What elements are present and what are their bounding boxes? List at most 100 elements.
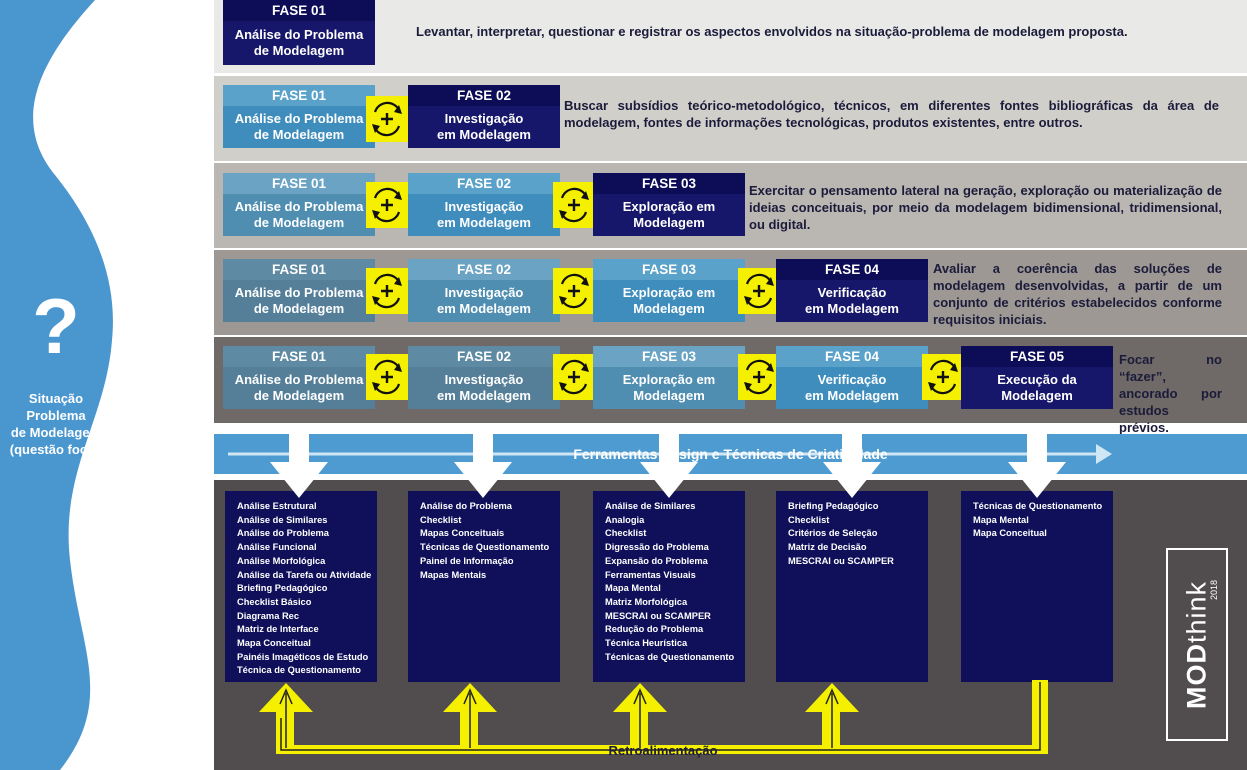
stage1-description: Levantar, interpretar, questionar e regi… [416, 24, 1128, 39]
tool-item: Checklist [788, 514, 830, 525]
phase-number: FASE 01 [223, 173, 375, 194]
tool-item: Briefing Pedagógico [237, 583, 328, 594]
phase-number: FASE 03 [593, 346, 745, 367]
stage2-description: Buscar subsídios teórico-metodológico, t… [564, 98, 1219, 130]
down-arrow-icon [270, 423, 1066, 498]
phase-number: FASE 03 [593, 173, 745, 194]
phase-title: Investigação em Modelagem [408, 367, 560, 409]
tool-item: Técnica de Questionamento [237, 665, 361, 676]
phase-number: FASE 04 [776, 346, 928, 367]
brand-name-bold: MOD [1181, 643, 1212, 710]
phase-number: FASE 02 [408, 346, 560, 367]
phase-title: Verificação em Modelagem [776, 280, 928, 322]
stage5-description: Focar no “fazer”, ancorado por estudos p… [1119, 352, 1222, 435]
tool-item: Analogia [605, 514, 645, 525]
stage3-phase-3: FASE 03 Exploração em Modelagem [593, 173, 745, 236]
phase-title: Exploração em Modelagem [593, 280, 745, 322]
stage-band-1 [214, 0, 1247, 73]
tool-item: Briefing Pedagógico [788, 501, 879, 511]
tool-list-phase-5: Técnicas de Questionamento Mapa Mental M… [961, 491, 1113, 682]
tool-item: Painéis Imagéticos de Estudo [237, 651, 369, 662]
tool-item: Análise de Similares [237, 514, 328, 525]
stage3-phase-1: FASE 01 Análise do Problema de Modelagem [223, 173, 375, 236]
tool-item: Análise de Similares [605, 501, 696, 511]
tool-item: Matriz de Interface [237, 624, 319, 635]
tool-item: Análise Morfológica [237, 555, 326, 566]
phase-number: FASE 03 [593, 259, 745, 280]
tool-item: Análise Estrutural [237, 501, 317, 511]
phase-title: Exploração em Modelagem [593, 194, 745, 236]
brand-name: MODthink [1182, 581, 1213, 709]
cycle-plus-icon [366, 268, 408, 314]
phase-title: Investigação em Modelagem [408, 106, 560, 148]
tool-item: Mapa Conceitual [237, 638, 311, 649]
phase-title: Análise do Problema de Modelagem [223, 106, 375, 148]
tool-item: Técnicas de Questionamento [420, 542, 550, 553]
stage3-phase-2: FASE 02 Investigação em Modelagem [408, 173, 560, 236]
tool-list-phase-1: Análise Estrutural Análise de Similares … [225, 491, 377, 682]
focal-question-label: Situação Problema de Modelagem (questão … [9, 391, 103, 457]
phase-number: FASE 01 [223, 259, 375, 280]
tool-item: Checklist [420, 514, 462, 525]
phase-title: Execução da Modelagem [961, 367, 1113, 409]
cycle-plus-icon [553, 182, 595, 228]
phase-title: Análise do Problema de Modelagem [223, 21, 375, 65]
tool-item: Mapa Conceitual [973, 528, 1047, 539]
phase-title: Análise do Problema de Modelagem [223, 194, 375, 236]
cycle-plus-icon [738, 268, 780, 314]
tool-item: Mapa Mental [605, 583, 661, 594]
tools-banner-label: Ferramentas Design e Técnicas de Criativ… [573, 446, 888, 462]
stage4-description: Avaliar a coerência das soluções de mode… [933, 261, 1222, 327]
tool-item: Mapa Mental [973, 514, 1029, 525]
cycle-plus-icon [553, 268, 595, 314]
stage3-description: Exercitar o pensamento lateral na geraçã… [749, 183, 1222, 232]
tool-item: Checklist Básico [237, 596, 312, 607]
tool-item: Mapas Conceituais [420, 528, 505, 539]
tool-item: Mapas Mentais [420, 569, 487, 580]
tool-item: Análise Funcional [237, 542, 317, 553]
tool-item: Técnicas de Questionamento [605, 651, 735, 662]
stage5-phase-1: FASE 01 Análise do Problema de Modelagem [223, 346, 375, 409]
phase-title: Verificação em Modelagem [776, 367, 928, 409]
feedback-label: Retroalimentação [608, 743, 718, 758]
phase-title: Análise do Problema de Modelagem [223, 367, 375, 409]
cycle-plus-icon [553, 354, 595, 400]
stage5-phase-2: FASE 02 Investigação em Modelagem [408, 346, 560, 409]
tool-item: Análise do Problema [420, 501, 512, 511]
tool-item: Matriz de Decisão [788, 542, 867, 553]
tool-item: Painel de Informação [420, 555, 514, 566]
stage4-phase-3: FASE 03 Exploração em Modelagem [593, 259, 745, 322]
stage4-phase-2: FASE 02 Investigação em Modelagem [408, 259, 560, 322]
phase-title: Exploração em Modelagem [593, 367, 745, 409]
tool-item: Matriz Morfológica [605, 596, 688, 607]
stage2-phase-2: FASE 02 Investigação em Modelagem [408, 85, 560, 148]
phase-number: FASE 01 [223, 0, 375, 21]
tool-item: Ferramentas Visuais [605, 569, 696, 580]
tool-list-phase-4: Briefing Pedagógico Checklist Critérios … [776, 491, 928, 682]
phase-number: FASE 04 [776, 259, 928, 280]
phase-title: Investigação em Modelagem [408, 280, 560, 322]
brand-name-light: think [1181, 580, 1212, 644]
stage5-phase-5: FASE 05 Execução da Modelagem [961, 346, 1113, 409]
tool-item: Redução do Problema [605, 624, 704, 635]
phase-number: FASE 01 [223, 346, 375, 367]
phase-title: Análise do Problema de Modelagem [223, 280, 375, 322]
cycle-plus-icon [366, 96, 408, 142]
stage2-phase-1: FASE 01 Análise do Problema de Modelagem [223, 85, 375, 148]
tool-item: Análise da Tarefa ou Atividade [237, 569, 372, 580]
tool-item: Expansão do Problema [605, 555, 708, 566]
tool-item: Critérios de Seleção [788, 528, 878, 539]
phase-number: FASE 02 [408, 259, 560, 280]
tool-item: Técnica Heurística [605, 638, 688, 649]
cycle-plus-icon [922, 354, 964, 400]
stage4-phase-4: FASE 04 Verificação em Modelagem [776, 259, 928, 322]
brand-logo [1166, 548, 1228, 741]
tool-item: Digressão do Problema [605, 542, 709, 553]
stage4-phase-1: FASE 01 Análise do Problema de Modelagem [223, 259, 375, 322]
tool-list-phase-2: Análise do Problema Checklist Mapas Conc… [408, 491, 560, 682]
tool-item: MESCRAI ou SCAMPER [788, 555, 894, 566]
phase-title: Investigação em Modelagem [408, 194, 560, 236]
focal-question-panel [0, 0, 113, 770]
tool-item: Técnicas de Questionamento [973, 501, 1103, 511]
